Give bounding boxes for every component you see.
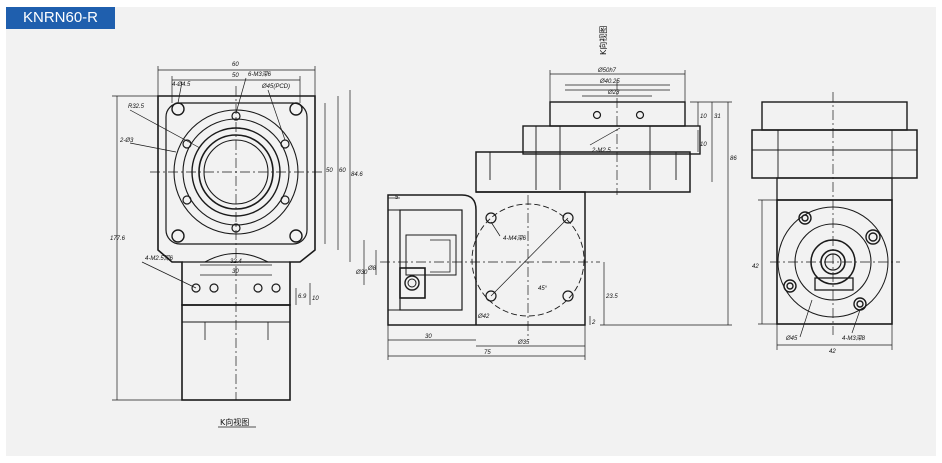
dim-shaft-8: Ø8: [367, 266, 377, 272]
dim-32-4: 32.4: [230, 259, 242, 265]
dim-45-degree: 45°: [538, 286, 548, 292]
dim-2: 2: [591, 320, 596, 326]
dim-75: 75: [484, 350, 491, 356]
dim-177-6: 177.6: [110, 236, 126, 242]
dim-10-top: 10: [700, 114, 707, 120]
dim-6-9: 6.9: [298, 294, 307, 300]
dim-4-m25: 4-M2.5深6: [145, 255, 174, 262]
dim-5: 5: [395, 195, 399, 201]
k-view-caption-top: K向视图: [598, 26, 608, 55]
right-view: 42 Ø45 4-M3深8 42: [751, 92, 918, 355]
dim-42-horizontal: 42: [829, 349, 836, 355]
dim-30-bottom: 30: [425, 334, 432, 340]
dim-4-m4: 4-M4深6: [503, 235, 527, 242]
dim-60: 60: [232, 62, 239, 68]
dim-4-holes: 4-Ø4.5: [172, 82, 191, 88]
dim-42-vertical: 42: [752, 264, 759, 270]
dim-42: Ø42: [477, 314, 490, 320]
dim-40-25: Ø40.25: [599, 79, 620, 85]
dim-10: 10: [312, 296, 319, 302]
drawing-background: [6, 7, 936, 456]
dim-23-5: 23.5: [605, 294, 618, 300]
dim-35: Ø35: [517, 340, 530, 346]
dim-shaft-30: Ø30: [355, 270, 368, 276]
dim-45-right: Ø45: [785, 336, 798, 342]
dim-50h7: Ø50h7: [597, 68, 617, 74]
dim-10-mid: 10: [700, 142, 707, 148]
dim-28: Ø28: [607, 90, 620, 96]
dim-2-3: 2-Ø3: [119, 138, 134, 144]
dim-86: 86: [730, 156, 737, 162]
dim-30: 30: [232, 269, 239, 275]
dim-84-6: 84.6: [351, 172, 363, 178]
dim-pcd: Ø45(PCD): [261, 84, 290, 90]
product-title: KNRN60-R: [6, 7, 115, 29]
side-view: 5 Ø50h7 Ø40.25 Ø28 10 31 10 86 2-M2.5 4-…: [355, 26, 737, 360]
dim-50-vertical: 50: [326, 168, 333, 174]
dim-31: 31: [714, 114, 721, 120]
k-view-caption-bottom: K向视图: [220, 417, 249, 427]
front-view: 60 50 4-Ø4.5 6-M3深6 Ø45(PCD) R32.5 2-Ø3 …: [110, 62, 363, 428]
dim-60-vertical: 60: [339, 168, 346, 174]
dim-6-m3: 6-M3深6: [248, 71, 272, 78]
dim-4-m3: 4-M3深8: [842, 335, 866, 342]
dim-50: 50: [232, 73, 239, 79]
dim-r325: R32.5: [128, 104, 145, 110]
dim-2-m25: 2-M2.5: [591, 148, 611, 154]
